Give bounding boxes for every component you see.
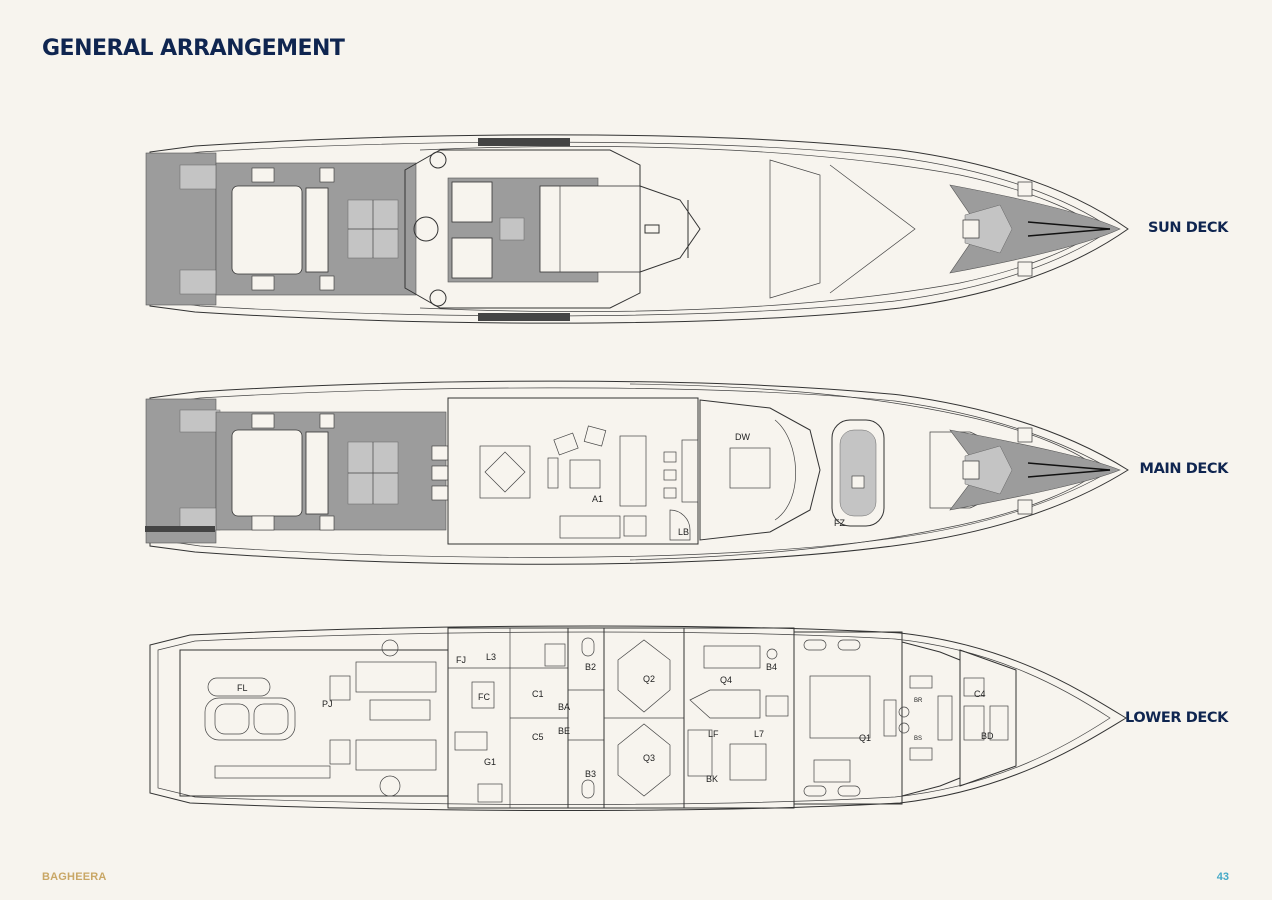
room-label: Q4 xyxy=(720,675,732,685)
room-label: BD xyxy=(981,731,994,741)
sun-deck-label: SUN DECK xyxy=(1147,220,1228,236)
room-label: PJ xyxy=(322,699,333,709)
room-label: BR xyxy=(914,698,923,704)
room-label: A1 xyxy=(592,494,603,504)
room-label: Q1 xyxy=(859,733,871,743)
room-label: B3 xyxy=(585,769,596,779)
room-label: B4 xyxy=(766,662,777,672)
room-label: BK xyxy=(706,774,718,784)
room-label: FC xyxy=(478,692,490,702)
lower-deck-plan: FL PJ FJ L3 FC C1 BA BE C5 G1 B2 B3 Q2 Q… xyxy=(149,625,1127,812)
room-label: FJ xyxy=(456,655,466,665)
room-label: LF xyxy=(708,729,719,739)
sun-deck-plan xyxy=(145,134,1129,324)
room-label: DW xyxy=(735,432,750,442)
room-label: C5 xyxy=(532,732,544,742)
room-label: FL xyxy=(237,683,248,693)
page-title: GENERAL ARRANGEMENT xyxy=(42,36,345,61)
room-label: C1 xyxy=(532,689,544,699)
room-label: LB xyxy=(678,527,689,537)
room-label: BA xyxy=(558,702,570,712)
room-label: G1 xyxy=(484,757,496,767)
room-label: Q2 xyxy=(643,674,655,684)
page-number: 43 xyxy=(1216,871,1229,883)
room-label: C4 xyxy=(974,689,986,699)
room-label: FZ xyxy=(834,518,845,528)
room-label: L7 xyxy=(754,729,764,739)
room-label: L3 xyxy=(486,652,496,662)
room-label: BE xyxy=(558,726,570,736)
main-deck-plan: DW A1 LB FZ xyxy=(145,380,1129,565)
main-deck-label: MAIN DECK xyxy=(1139,461,1229,477)
lower-deck-label: LOWER DECK xyxy=(1125,710,1228,726)
brand-footer: BAGHEERA xyxy=(42,871,107,883)
room-label: B2 xyxy=(585,662,596,672)
room-label: Q3 xyxy=(643,753,655,763)
room-label: BS xyxy=(914,736,922,742)
